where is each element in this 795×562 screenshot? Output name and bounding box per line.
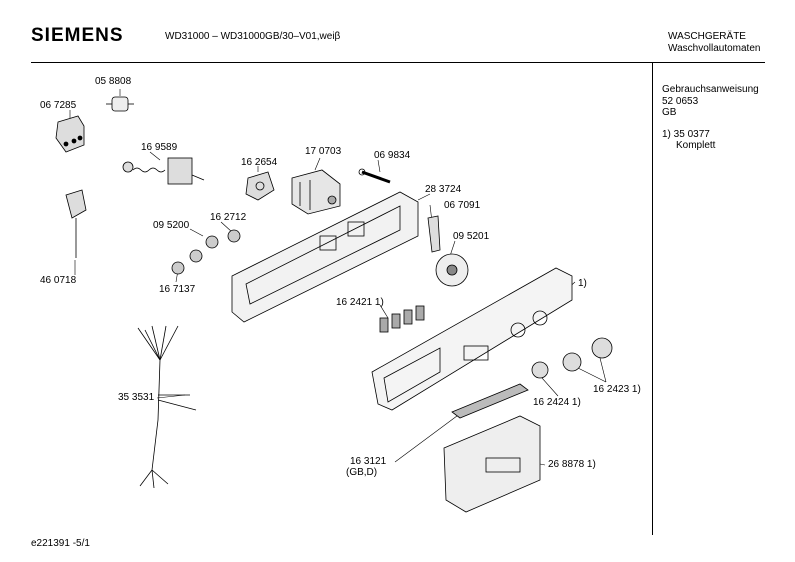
- capacitor-part: [106, 96, 134, 112]
- part-label: 16 9589: [141, 142, 178, 153]
- sidebar-note-text: Komplett: [676, 140, 716, 151]
- category-subtitle: Waschvollautomaten: [668, 43, 761, 54]
- switch-part: [122, 157, 205, 185]
- header-divider: [31, 62, 765, 63]
- part-label: 16 2423 1): [593, 384, 641, 395]
- part-label: 16 7137: [159, 284, 196, 295]
- footer-code: e221391 -5/1: [31, 538, 90, 549]
- part-label: 06 9834: [374, 150, 411, 161]
- sidebar-doc-number: 52 0653: [662, 96, 699, 107]
- part-label: 16 3121: [350, 456, 387, 467]
- mains-plug-part: [65, 189, 87, 258]
- knob-plate-part: [435, 253, 469, 287]
- brand-logo: SIEMENS: [31, 25, 124, 46]
- main-knobs-part: [531, 337, 613, 379]
- display-strip-part: [451, 383, 529, 419]
- wire-harness-part: [137, 325, 197, 489]
- bracket-part: [427, 215, 441, 253]
- part-label: 17 0703: [305, 146, 342, 157]
- part-label: 05 8808: [95, 76, 132, 87]
- part-label: 1): [578, 278, 587, 289]
- part-label: 09 5201: [453, 231, 490, 242]
- detergent-drawer-part: [443, 415, 541, 513]
- part-label: 09 5200: [153, 220, 190, 231]
- part-label: (GB,D): [346, 467, 378, 478]
- part-label: 26 8878 1): [548, 459, 596, 470]
- timer-part: [291, 169, 341, 215]
- part-label: 06 7091: [444, 200, 481, 211]
- sidebar-note-number: 1) 35 0377: [662, 129, 710, 140]
- part-label: 46 0718: [40, 275, 77, 286]
- part-label: 16 2421 1): [336, 297, 384, 308]
- leader-lines: [69, 89, 607, 466]
- part-label: 06 7285: [40, 100, 77, 111]
- sidebar-doc-lang: GB: [662, 107, 677, 118]
- selector-part: [245, 171, 275, 201]
- small-knobs-part: [171, 229, 241, 275]
- part-label: 16 2712: [210, 212, 247, 223]
- front-panel-part: [371, 267, 573, 411]
- category-title: WASCHGERÄTE: [668, 31, 746, 42]
- lamp-part: [358, 168, 391, 184]
- control-module-part: [231, 191, 419, 323]
- part-label: 35 3531: [118, 392, 155, 403]
- sidebar-doc-title: Gebrauchsanweisung: [662, 84, 759, 95]
- sidebar-divider: [652, 63, 653, 535]
- exploded-parts-diagram: [55, 89, 613, 513]
- part-label: 28 3724: [425, 184, 462, 195]
- model-title: WD31000 – WD31000GB/30–V01,weiβ: [165, 31, 341, 42]
- connector-block-part: [55, 115, 85, 153]
- push-buttons-part: [379, 305, 425, 333]
- part-label: 16 2424 1): [533, 397, 581, 408]
- part-label: 16 2654: [241, 157, 278, 168]
